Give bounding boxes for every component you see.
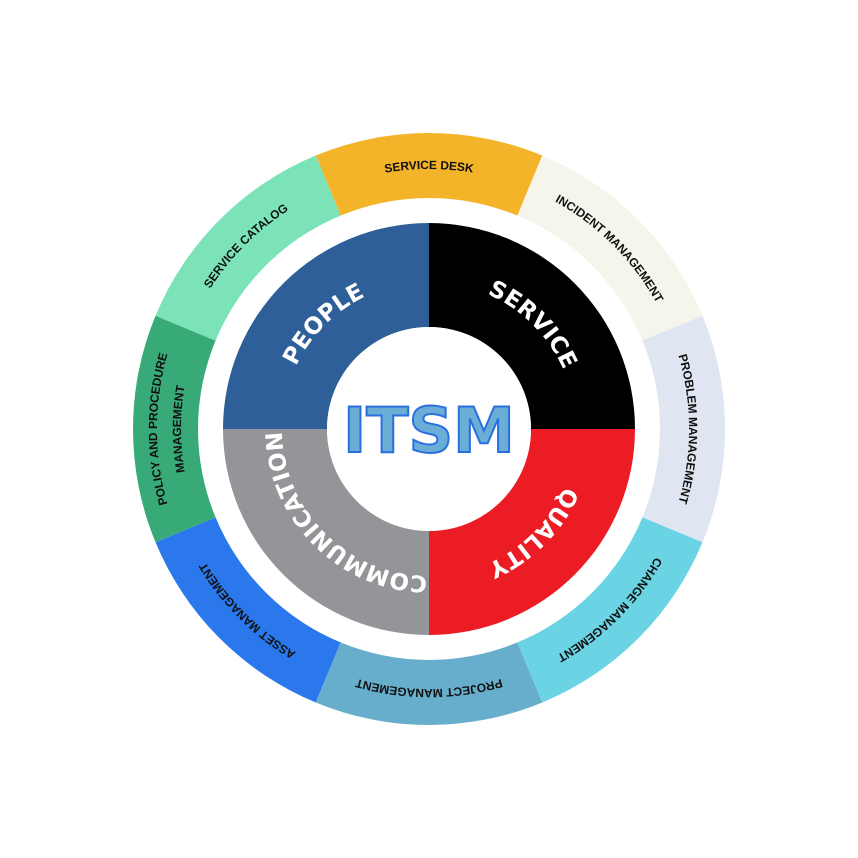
outer-segment-asset-management: [155, 517, 341, 703]
outer-segment-policy-and-procedure-management: [133, 315, 216, 543]
outer-segment-service-desk: [315, 133, 543, 216]
center-title: ITSM: [343, 394, 515, 467]
outer-segment-problem-management: [642, 315, 725, 543]
outer-label-service-desk: SERVICE DESK: [383, 158, 475, 176]
outer-segment-change-management: [517, 517, 703, 703]
inner-segment-quality: [429, 429, 635, 635]
inner-segment-communication: [223, 429, 429, 635]
outer-segment-service-catalog: [155, 155, 341, 341]
outer-segment-project-management: [315, 642, 543, 725]
center-hole: [327, 327, 531, 531]
inner-segment-people: [223, 223, 429, 429]
outer-label-policy-and-procedure-management: MANAGEMENT: [170, 384, 188, 474]
outer-segment-incident-management: [517, 155, 703, 341]
inner-segment-service: [429, 223, 635, 429]
